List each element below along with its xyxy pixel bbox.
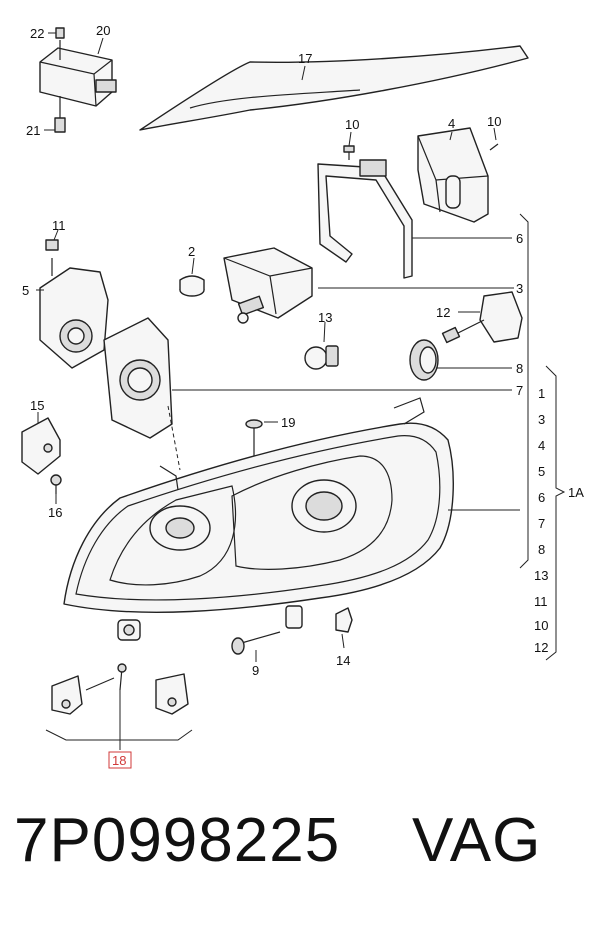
callout-22: 22 — [30, 26, 44, 41]
bulb-part-13 — [304, 345, 339, 370]
bracket-frame-part-6 — [317, 145, 413, 279]
callout-4: 4 — [448, 116, 455, 131]
bracket-list: 1 3 4 5 6 7 8 13 11 10 12 — [534, 386, 548, 655]
callout-18: 18 — [112, 753, 126, 768]
list-item: 8 — [538, 542, 545, 557]
group-label-1a: 1A — [568, 485, 584, 500]
callout-6: 6 — [516, 231, 523, 246]
ring-part-8 — [409, 339, 439, 381]
list-item: 7 — [538, 516, 545, 531]
fan-unit-part-5 — [39, 239, 109, 369]
ballast-part-4 — [417, 127, 499, 223]
callout-8: 8 — [516, 361, 523, 376]
list-item: 11 — [534, 594, 548, 609]
repair-kit-part-18 — [51, 663, 189, 715]
list-item: 3 — [538, 412, 545, 427]
xenon-bulb-part-12 — [441, 291, 523, 344]
bracket-part-15 — [21, 417, 62, 494]
exploded-parts-diagram: 22 20 21 17 10 4 10 11 5 — [21, 23, 584, 769]
callout-10a: 10 — [345, 117, 359, 132]
list-item: 5 — [538, 464, 545, 479]
list-item: 13 — [534, 568, 548, 583]
callout-11: 11 — [52, 218, 66, 233]
callout-7: 7 — [516, 383, 523, 398]
callout-21: 21 — [26, 123, 40, 138]
callout-9: 9 — [252, 663, 259, 678]
list-item: 6 — [538, 490, 545, 505]
callout-14: 14 — [336, 653, 350, 668]
list-item: 12 — [534, 640, 548, 655]
control-unit-part-20 — [39, 27, 117, 133]
callout-19: 19 — [281, 415, 295, 430]
list-item: 10 — [534, 618, 548, 633]
clip-part-14 — [335, 607, 353, 633]
headlight-housing — [63, 397, 454, 641]
actuator-part-3 — [223, 247, 313, 324]
bolt-part-9 — [231, 631, 281, 655]
callout-3: 3 — [516, 281, 523, 296]
callout-2: 2 — [188, 244, 195, 259]
callout-12: 12 — [436, 305, 450, 320]
callout-16: 16 — [48, 505, 62, 520]
cap-part-2 — [179, 275, 205, 297]
list-item: 1 — [538, 386, 545, 401]
callout-10b: 10 — [487, 114, 501, 129]
callout-17: 17 — [298, 51, 312, 66]
trim-strip-part-17 — [139, 45, 529, 131]
part-number: 7P0998225 — [14, 806, 341, 875]
list-item: 4 — [538, 438, 545, 453]
screw-part-19 — [245, 419, 263, 456]
highlight-box-18 — [108, 751, 132, 769]
brand-name: VAG — [412, 806, 542, 875]
callout-13: 13 — [318, 310, 332, 325]
callout-15: 15 — [30, 398, 44, 413]
seal-part-7 — [103, 317, 173, 439]
callout-5: 5 — [22, 283, 29, 298]
callout-20: 20 — [96, 23, 110, 38]
